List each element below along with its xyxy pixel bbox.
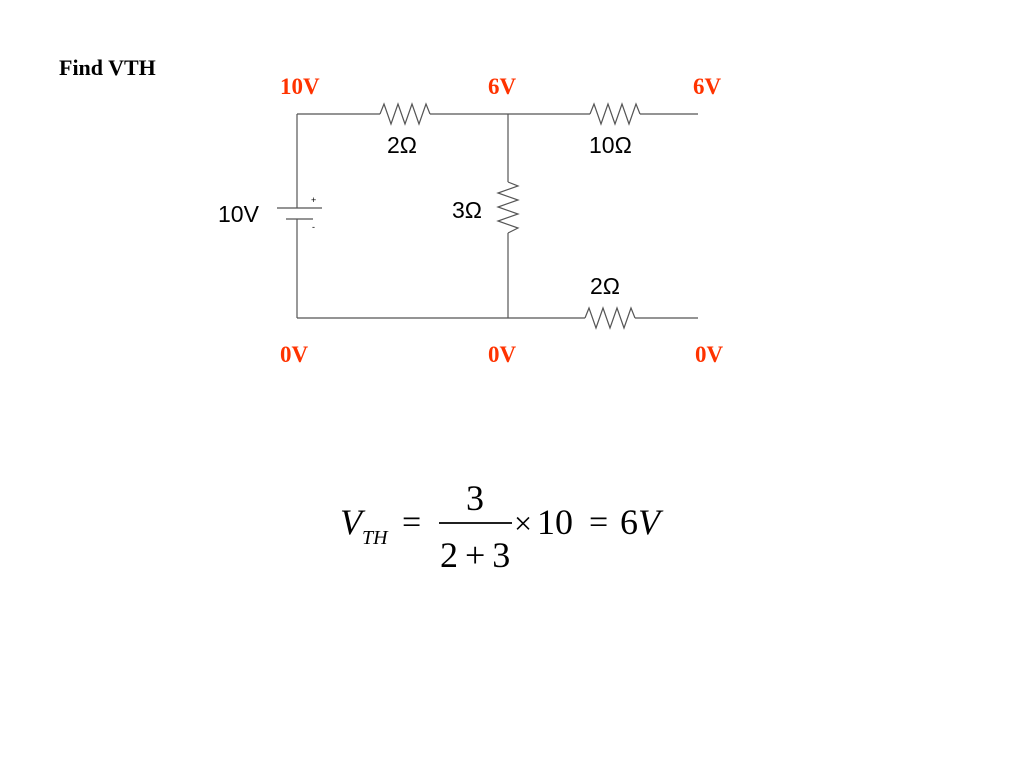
voltage-source-label: 10V bbox=[218, 201, 259, 227]
formula-equals-2: = bbox=[589, 504, 609, 541]
node-label-bottom-left: 0V bbox=[280, 342, 309, 367]
page-title: Find VTH bbox=[59, 55, 156, 80]
node-label-bottom-middle: 0V bbox=[488, 342, 517, 367]
resistor-2ohm-top bbox=[379, 102, 431, 126]
node-label-top-middle: 6V bbox=[488, 74, 517, 99]
resistor-3ohm-label: 3Ω bbox=[452, 197, 482, 223]
resistor-10ohm bbox=[589, 102, 641, 126]
formula-denominator: 2 + 3 bbox=[440, 535, 511, 575]
formula-equals-1: = bbox=[402, 504, 422, 541]
formula-lhs-symbol: V bbox=[340, 502, 362, 542]
resistor-2ohm-bottom-label: 2Ω bbox=[590, 273, 620, 299]
resistor-3ohm bbox=[496, 181, 520, 234]
resistor-2ohm-bottom bbox=[584, 306, 636, 330]
formula-result-number: 6 bbox=[620, 502, 638, 542]
node-label-top-left: 10V bbox=[280, 74, 320, 99]
resistor-2ohm-top-label: 2Ω bbox=[387, 132, 417, 158]
source-minus-sign: - bbox=[312, 222, 315, 232]
source-plus-sign: + bbox=[311, 195, 317, 205]
formula-lhs-subscript: TH bbox=[362, 527, 388, 549]
formula-numerator: 3 bbox=[466, 478, 484, 518]
node-label-top-right: 6V bbox=[693, 74, 722, 99]
formula-factor: 10 bbox=[537, 502, 573, 542]
formula-times: × bbox=[514, 505, 533, 541]
resistor-10ohm-label: 10Ω bbox=[589, 132, 632, 158]
node-label-bottom-right: 0V bbox=[695, 342, 724, 367]
formula-result-unit: V bbox=[638, 502, 660, 542]
